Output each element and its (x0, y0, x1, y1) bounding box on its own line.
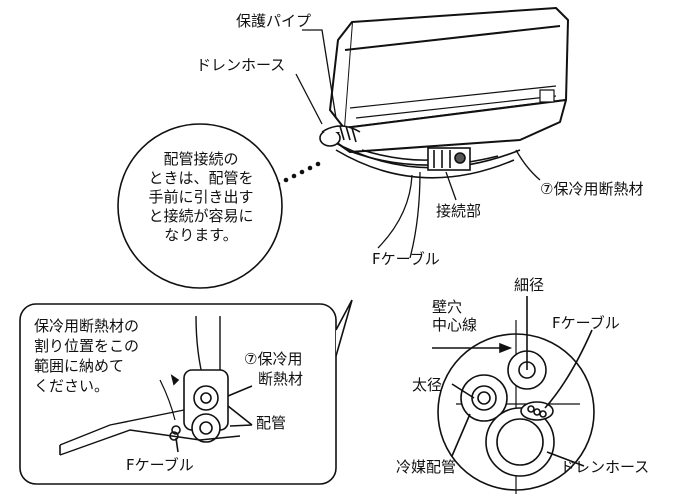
section-drain-hose: ドレンホース (560, 458, 650, 476)
label-insulation: ⑦保冷用断熱材 (540, 180, 644, 198)
inset-f-cable: Fケーブル (126, 456, 194, 474)
inset-instruction: 保冷用断熱材の 割り位置をこの 範囲に納めて ください。 (34, 317, 140, 395)
tip-bubble-text: 配管接続の ときは、配管を 手前に引き出す と接続が容易に なります。 (128, 150, 274, 245)
section-wall-hole-line1: 壁穴 (432, 298, 463, 316)
leader-lines (295, 29, 541, 259)
section-thick: 太径 (412, 376, 443, 394)
section-f-cable: Fケーブル (552, 314, 620, 332)
label-protection-pipe: 保護パイプ (236, 12, 312, 30)
indoor-unit (329, 7, 569, 153)
cross-section (432, 296, 595, 494)
section-wall-hole-line2: 中心線 (432, 316, 478, 334)
section-refrigerant-piping: 冷媒配管 (396, 458, 457, 476)
tip-line-2: ときは、配管を (148, 169, 254, 187)
tip-bubble (117, 123, 283, 289)
label-drain-hose: ドレンホース (196, 56, 286, 74)
underside-piping (329, 139, 521, 179)
protection-pipe (319, 125, 361, 147)
inset-insulation-line1: ⑦保冷用 (244, 350, 303, 368)
label-f-cable: Fケーブル (372, 250, 440, 268)
tip-line-3: 手前に引き出す (148, 188, 254, 206)
tip-line-1: 配管接続の (163, 150, 239, 168)
tip-line-4: と接続が容易に (148, 207, 254, 225)
inset-box (19, 299, 353, 485)
inset-insulation-line2: 断熱材 (258, 370, 304, 388)
section-thin: 細径 (514, 276, 545, 294)
tip-line-5: なります。 (164, 226, 238, 244)
label-connection: 接続部 (436, 202, 482, 220)
inset-piping: 配管 (256, 414, 287, 432)
dotted-link (275, 161, 321, 187)
